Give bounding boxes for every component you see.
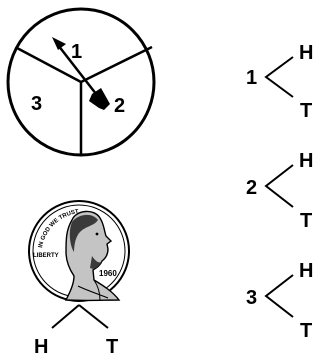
tree-root-label-3: 3 (246, 287, 257, 309)
tree-branch-lines-3 (266, 275, 293, 317)
penny: IN GOD WE TRUST LIBERTY 1960 H T (29, 201, 129, 358)
tree-outcome-heads-3: H (299, 260, 313, 282)
spinner: 1 2 3 (8, 9, 154, 155)
tree-outcome-tails-1: T (300, 100, 312, 122)
tree-branch-1: 1 H T (246, 42, 313, 122)
tree-outcome-heads-1: H (299, 42, 313, 64)
tree-branch-lines-1 (266, 57, 293, 97)
tree-branch-2: 2 H T (246, 150, 313, 232)
penny-outcome-tails: T (106, 336, 118, 358)
penny-branch-right (79, 305, 108, 328)
spinner-label-1: 1 (71, 41, 82, 63)
tree-root-label-1: 1 (246, 67, 257, 89)
spinner-label-2: 2 (114, 95, 125, 117)
penny-year: 1960 (99, 269, 117, 278)
penny-liberty: LIBERTY (33, 253, 59, 259)
tree-outcome-heads-2: H (299, 150, 313, 172)
penny-outcome-heads: H (34, 336, 48, 358)
tree-outcome-tails-3: T (300, 320, 312, 342)
tree-branch-3: 3 H T (246, 260, 313, 342)
spinner-label-3: 3 (31, 93, 42, 115)
tree-branch-lines-2 (266, 165, 293, 207)
tree-root-label-2: 2 (246, 177, 257, 199)
tree-outcome-tails-2: T (300, 210, 312, 232)
penny-branch-left (52, 305, 79, 328)
